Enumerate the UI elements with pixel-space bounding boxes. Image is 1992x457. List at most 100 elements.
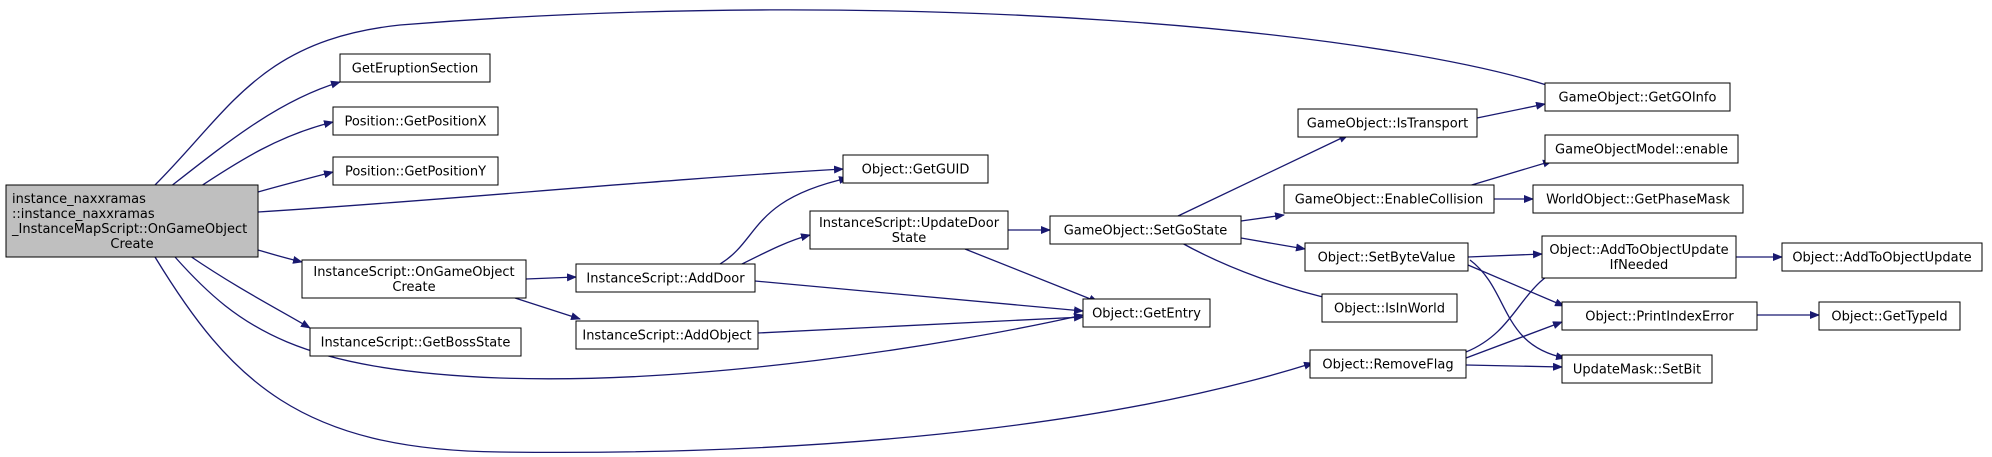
- node-get-eruption-section[interactable]: GetEruptionSection: [339, 53, 491, 83]
- node-set-go-state[interactable]: GameObject::SetGoState: [1049, 215, 1242, 245]
- edge-update-door-state-to-get-entry: [964, 248, 1099, 303]
- node-box: [1283, 184, 1495, 214]
- edge-add-door-to-get-guid: [719, 176, 849, 265]
- node-label-line: Create: [110, 237, 153, 252]
- node-label-line: Object::GetEntry: [1092, 307, 1201, 322]
- node-label-line: InstanceScript::GetBossState: [321, 336, 511, 351]
- node-box: [1541, 235, 1737, 279]
- node-is-transport[interactable]: GameObject::IsTransport: [1297, 108, 1478, 138]
- node-box: [332, 106, 499, 136]
- edge-root-to-remove-flag: [154, 256, 1314, 454]
- node-set-bit[interactable]: UpdateMask::SetBit: [1561, 354, 1713, 384]
- edge-remove-flag-to-print-index-error: [1465, 321, 1563, 359]
- node-get-go-info[interactable]: GameObject::GetGOInfo: [1544, 82, 1731, 112]
- node-model-enable[interactable]: GameObjectModel::enable: [1544, 134, 1739, 164]
- node-label-line: Object::SetByteValue: [1318, 251, 1456, 266]
- node-label-line: ::instance_naxxramas: [12, 207, 155, 222]
- node-box: [1304, 242, 1469, 272]
- node-label-line: Position::GetPositionX: [344, 115, 486, 130]
- edge-remove-flag-to-set-bit: [1465, 362, 1563, 371]
- edge-on-create-to-add-object: [514, 297, 581, 321]
- node-set-byte-value[interactable]: Object::SetByteValue: [1304, 242, 1469, 272]
- edge-set-byte-value-to-set-bit: [1469, 259, 1566, 361]
- node-label-line: State: [892, 231, 926, 246]
- edge-root-to-on-game-object-create: [257, 249, 303, 264]
- edge-set-go-state-to-enable-collision: [1240, 212, 1285, 222]
- node-add-door[interactable]: InstanceScript::AddDoor: [575, 263, 756, 293]
- node-is-in-world[interactable]: Object::IsInWorld: [1321, 293, 1458, 323]
- edge-enable-collision-to-model-enable: [1464, 159, 1553, 188]
- node-label-line: Object::PrintIndexError: [1585, 310, 1734, 325]
- node-label-line: Object::GetTypeId: [1831, 310, 1947, 325]
- edge-root-to-get-guid: [257, 165, 844, 213]
- edge-root-to-get-position-x: [194, 120, 334, 191]
- edge-is-transport-to-get-go-info: [1476, 101, 1546, 119]
- node-box: [1082, 298, 1211, 328]
- node-add-object[interactable]: InstanceScript::AddObject: [575, 320, 759, 350]
- edge-root-to-get-entry: [174, 256, 1084, 380]
- node-get-position-y[interactable]: Position::GetPositionY: [332, 156, 499, 186]
- edge-add-door-to-get-entry: [754, 280, 1084, 315]
- edge-set-byte-value-to-print-index-error: [1467, 264, 1565, 307]
- edge-root-to-get-position-y: [257, 170, 334, 193]
- node-box: [301, 259, 527, 299]
- node-label-line: instance_naxxramas: [12, 192, 146, 207]
- node-label-line: IfNeeded: [1610, 258, 1669, 273]
- edge-set-go-state-to-set-byte-value: [1240, 237, 1306, 252]
- call-nodes: instance_naxxramas::instance_naxxramas_I…: [5, 53, 1983, 384]
- edge-add-object-to-get-entry: [757, 313, 1084, 334]
- node-root[interactable]: instance_naxxramas::instance_naxxramas_I…: [5, 184, 259, 258]
- node-get-boss-state[interactable]: InstanceScript::GetBossState: [309, 327, 522, 357]
- edge-set-byte-value-to-add-if-needed: [1467, 250, 1543, 259]
- node-label-line: Object::IsInWorld: [1334, 302, 1445, 317]
- node-label-line: Object::RemoveFlag: [1322, 358, 1453, 373]
- node-label-line: Create: [392, 280, 435, 295]
- edge-root-to-get-boss-state: [189, 255, 311, 329]
- node-label-line: WorldObject::GetPhaseMask: [1546, 193, 1730, 208]
- edge-set-go-state-to-is-in-world: [1179, 241, 1337, 302]
- node-box: [1544, 82, 1731, 112]
- node-get-phase-mask[interactable]: WorldObject::GetPhaseMask: [1532, 184, 1744, 214]
- node-box: [1532, 184, 1744, 214]
- node-remove-flag[interactable]: Object::RemoveFlag: [1309, 349, 1467, 379]
- node-label-line: UpdateMask::SetBit: [1573, 363, 1701, 378]
- node-enable-collision[interactable]: GameObject::EnableCollision: [1283, 184, 1495, 214]
- node-add-to-update[interactable]: Object::AddToObjectUpdate: [1781, 242, 1983, 272]
- node-get-entry[interactable]: Object::GetEntry: [1082, 298, 1211, 328]
- node-box: [332, 156, 499, 186]
- node-label-line: InstanceScript::AddObject: [582, 329, 751, 344]
- node-box: [309, 327, 522, 357]
- node-label-line: GameObjectModel::enable: [1555, 143, 1728, 158]
- node-box: [1297, 108, 1478, 138]
- node-box: [842, 154, 989, 184]
- node-box: [1561, 301, 1758, 331]
- node-label-line: Object::AddToObjectUpdate: [1792, 251, 1971, 266]
- node-label-line: InstanceScript::AddDoor: [586, 272, 745, 287]
- node-box: [1321, 293, 1458, 323]
- node-get-type-id[interactable]: Object::GetTypeId: [1818, 301, 1961, 331]
- edge-set-go-state-to-is-transport: [1177, 134, 1349, 217]
- edge-root-to-get-eruption-section: [169, 80, 341, 188]
- edge-add-door-to-update-door-state: [739, 233, 811, 266]
- node-label-line: InstanceScript::OnGameObject: [313, 265, 514, 280]
- node-label-line: _InstanceMapScript::OnGameObject: [11, 222, 247, 237]
- node-box: [809, 210, 1009, 250]
- node-get-guid[interactable]: Object::GetGUID: [842, 154, 989, 184]
- node-get-position-x[interactable]: Position::GetPositionX: [332, 106, 499, 136]
- node-label-line: GameObject::GetGOInfo: [1559, 91, 1717, 106]
- node-label-line: GameObject::SetGoState: [1064, 224, 1228, 239]
- node-box: [1049, 215, 1242, 245]
- node-print-index-error[interactable]: Object::PrintIndexError: [1561, 301, 1758, 331]
- node-box: [339, 53, 491, 83]
- node-box: [1544, 134, 1739, 164]
- node-label-line: GetEruptionSection: [352, 62, 478, 77]
- node-box: [1309, 349, 1467, 379]
- node-label-line: Object::GetGUID: [862, 163, 970, 178]
- node-box: [1818, 301, 1961, 331]
- node-box: [1561, 354, 1713, 384]
- call-edges: [154, 9, 1820, 454]
